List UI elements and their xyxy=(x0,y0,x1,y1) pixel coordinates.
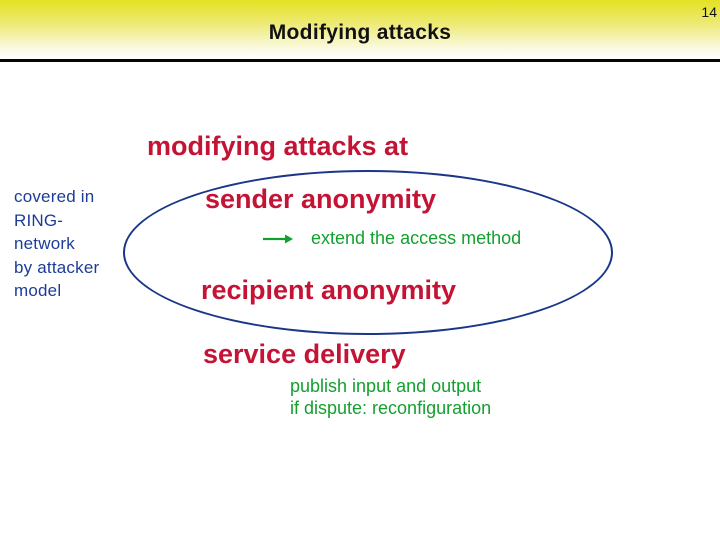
side-note-line: covered in xyxy=(14,187,95,206)
side-note-line: by attacker xyxy=(14,257,100,277)
grouping-ellipse xyxy=(123,170,613,335)
section-heading: modifying attacks at xyxy=(147,131,409,161)
slide-title: Modifying attacks xyxy=(268,21,452,44)
service-notes: publish input and output if dispute: rec… xyxy=(290,376,491,419)
sender-anonymity-label: sender anonymity xyxy=(205,184,437,214)
page-number: 14 xyxy=(701,4,717,20)
service-note-line: publish input and output xyxy=(290,376,482,396)
side-note-line: network xyxy=(14,234,75,253)
right-arrow-icon xyxy=(262,232,294,244)
side-note: covered in RING- network by attacker mod… xyxy=(14,185,139,303)
arrow-note: extend the access method xyxy=(311,228,522,248)
recipient-anonymity-label: recipient anonymity xyxy=(201,275,457,305)
slide-header-band: Modifying attacks 14 xyxy=(0,0,720,59)
side-note-line: RING- xyxy=(14,210,64,230)
service-note-line: if dispute: reconfiguration xyxy=(290,397,492,418)
header-divider xyxy=(0,59,720,62)
service-delivery-label: service delivery xyxy=(203,339,406,369)
side-note-line: model xyxy=(14,281,62,300)
